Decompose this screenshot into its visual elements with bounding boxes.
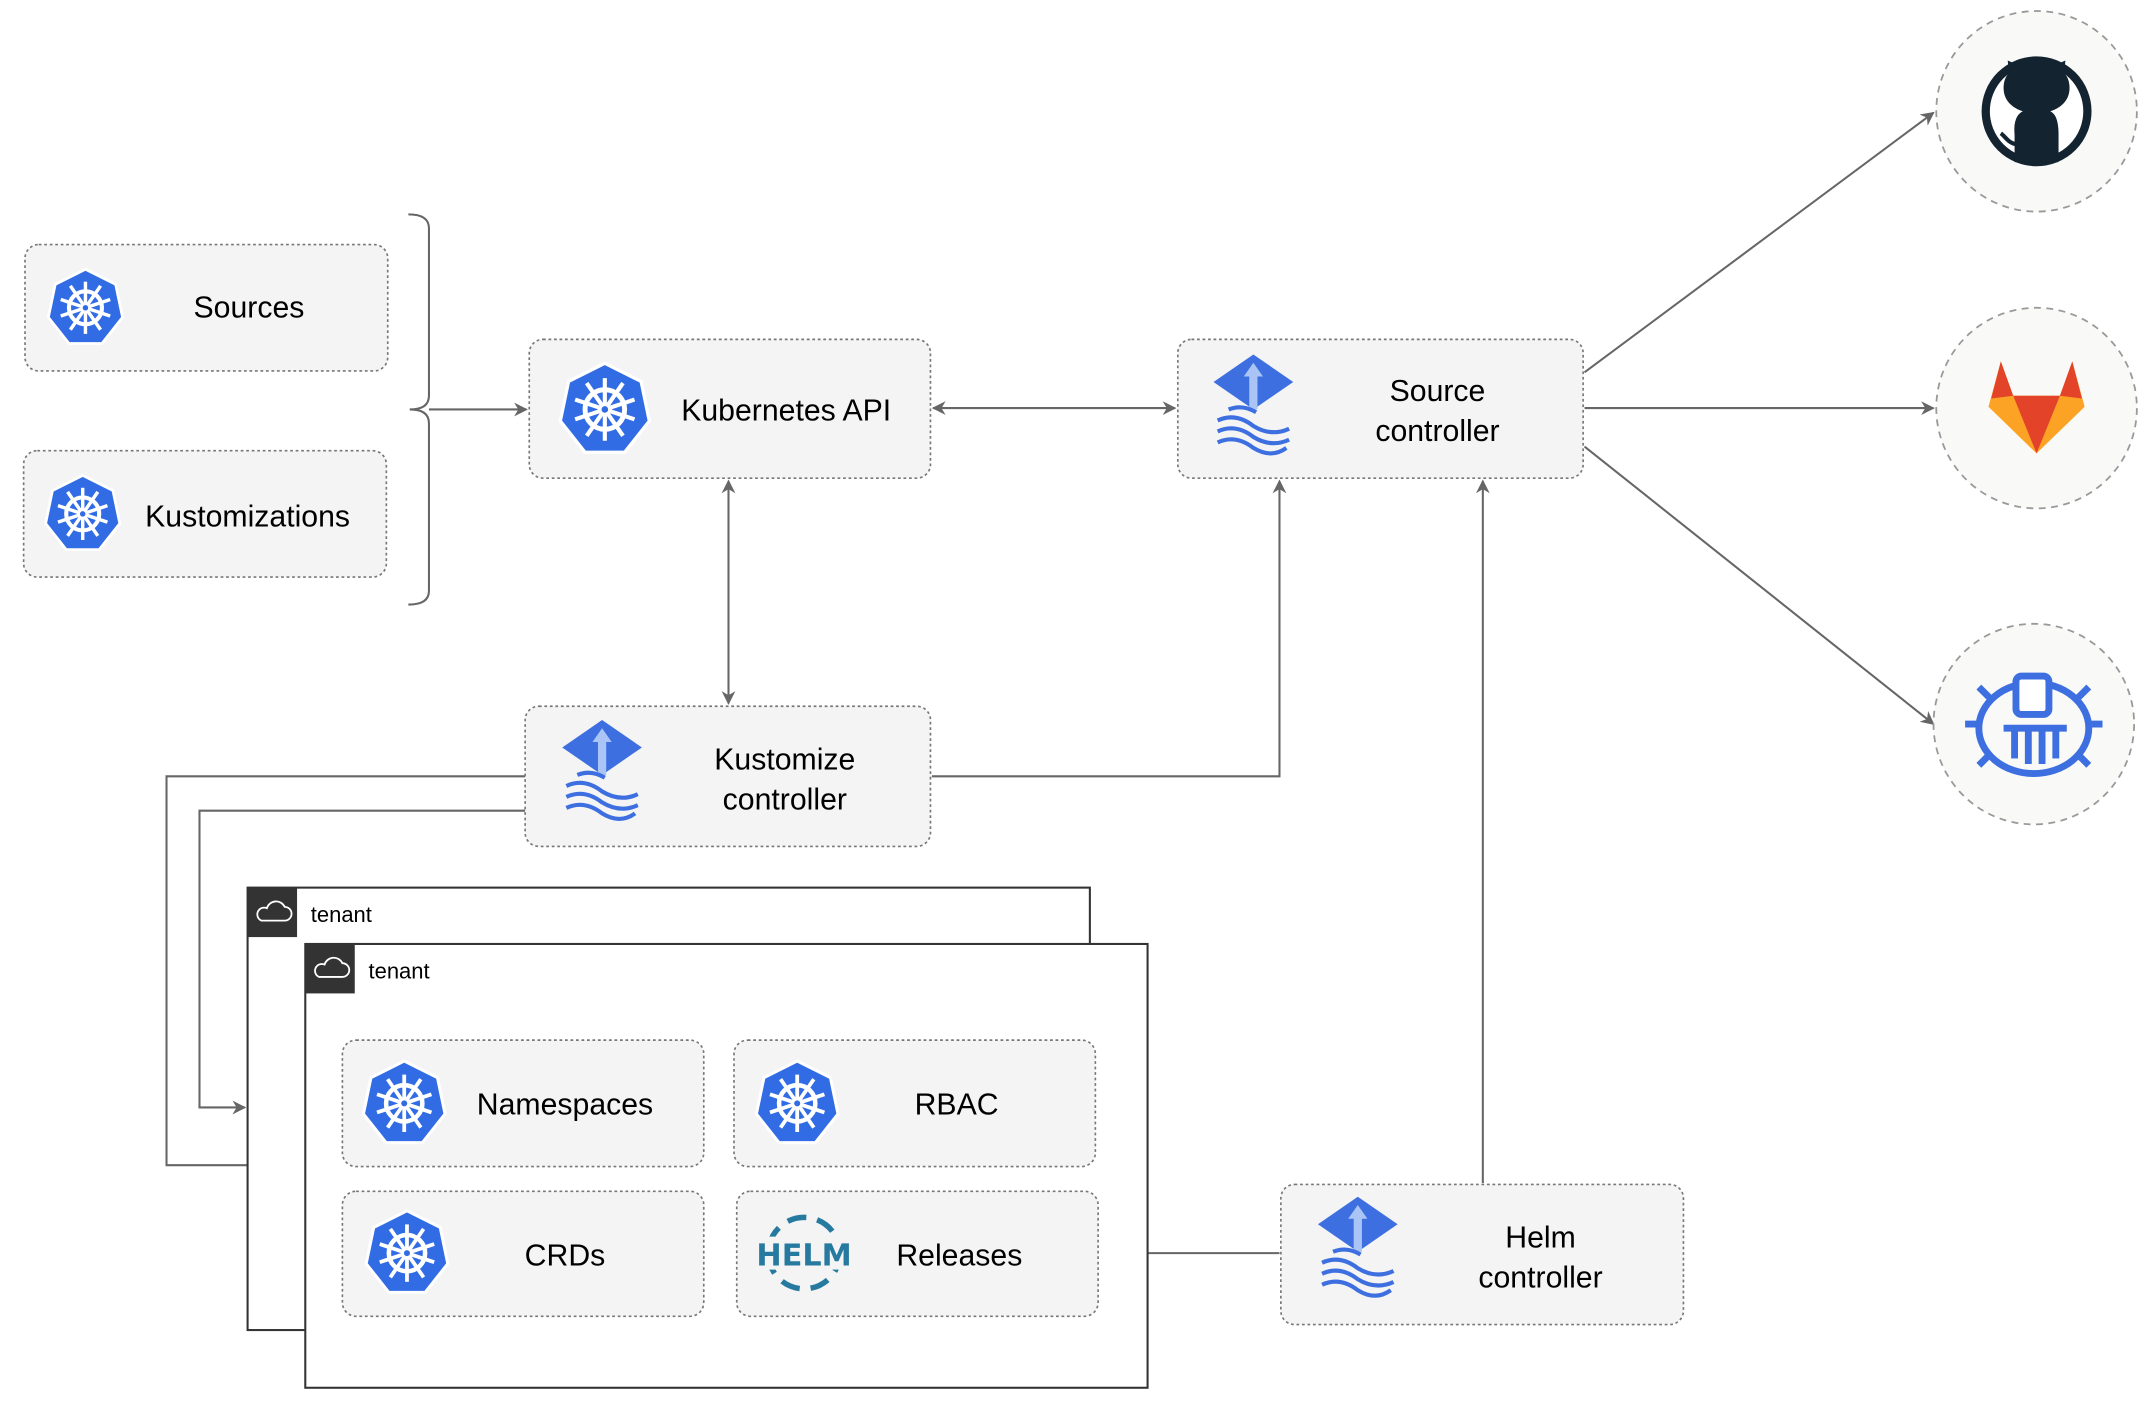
label-line-2: controller [1478, 1261, 1602, 1294]
cloud-icon [314, 956, 351, 978]
label-line-1: Kustomize [714, 743, 855, 776]
label-line-1: Helm [1505, 1222, 1576, 1255]
label: Namespaces [477, 1088, 653, 1121]
label-line-2: controller [723, 783, 847, 816]
edge-kustomize-tenant-1 [165, 775, 526, 1173]
tenant-label: tenant [311, 902, 372, 927]
bucket-node[interactable] [1932, 622, 2136, 826]
label: Kustomizations [145, 500, 350, 533]
node-kustomize-controller[interactable]: Kustomize controller [524, 705, 932, 848]
node-releases[interactable]: HELM Releases [735, 1190, 1099, 1318]
tenant-label: tenant [369, 958, 430, 983]
label: RBAC [915, 1088, 999, 1121]
node-source-controller[interactable]: Source controller [1176, 338, 1584, 479]
edge-source-github [1583, 111, 1935, 374]
node-kubernetes-api[interactable]: Kubernetes API [528, 338, 932, 479]
node-helm-controller[interactable]: Helm controller [1280, 1183, 1685, 1326]
node-sources[interactable]: Sources [24, 243, 389, 372]
node-namespaces[interactable]: Namespaces [341, 1039, 705, 1168]
cloud-icon [256, 900, 293, 922]
grouping-brace [408, 213, 430, 606]
label-line-2: controller [1375, 415, 1499, 448]
node-rbac[interactable]: RBAC [733, 1039, 1097, 1168]
github-node[interactable] [1935, 10, 2138, 213]
label: Kubernetes API [681, 394, 891, 427]
helm-logo-text: HELM [756, 1238, 851, 1273]
edge-kustomize-tenant-2 [198, 809, 526, 1115]
label: Releases [896, 1239, 1022, 1272]
gitlab-node[interactable] [1935, 306, 2138, 510]
helm-icon: HELM [756, 1214, 852, 1292]
label: CRDs [525, 1239, 606, 1272]
bucket-icon [1965, 672, 2103, 778]
label: Sources [194, 291, 305, 324]
node-kustomizations[interactable]: Kustomizations [22, 449, 388, 578]
label-line-1: Source [1390, 375, 1486, 408]
node-crds[interactable]: CRDs [341, 1190, 705, 1318]
github-icon [1981, 56, 2092, 167]
gitlab-icon [1988, 361, 2085, 454]
edge-kustomize-source [931, 479, 1287, 778]
edge-source-bucket [1583, 445, 1935, 725]
